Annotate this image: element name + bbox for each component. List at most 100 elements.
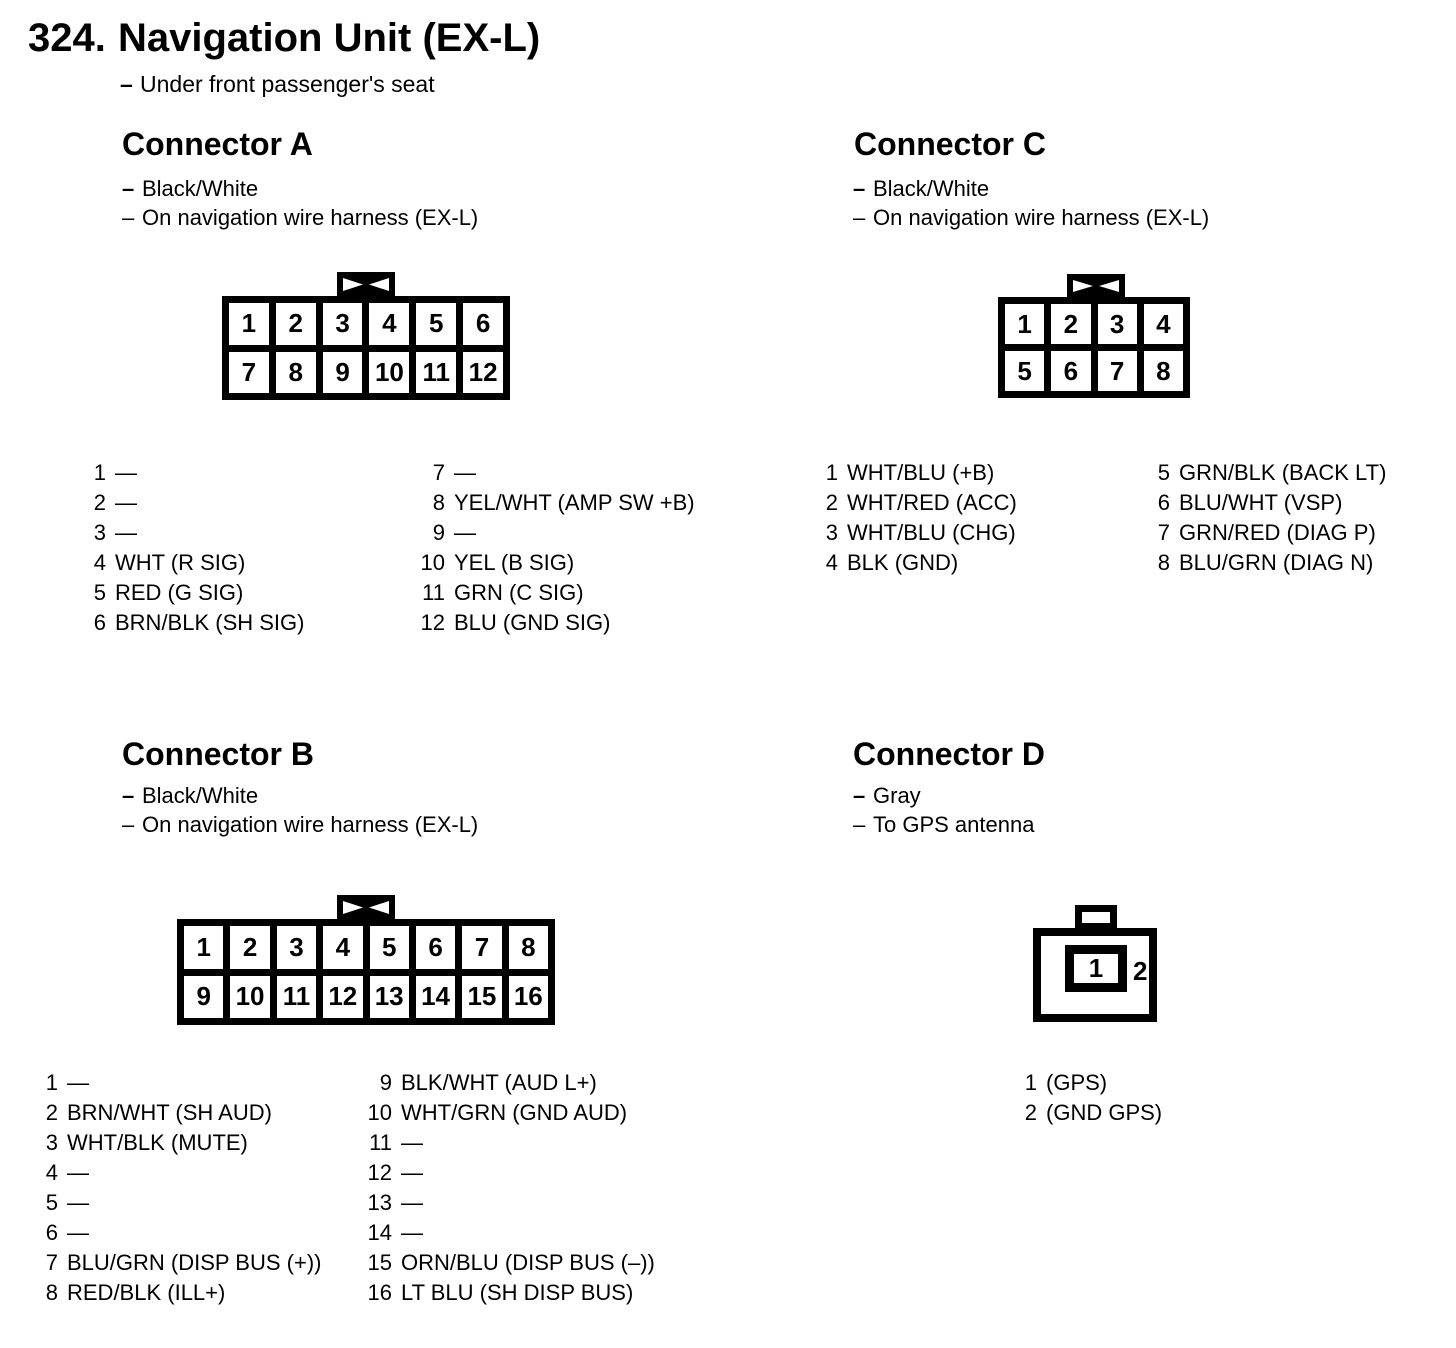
connector-a-cavity-9: 9 — [322, 351, 363, 393]
pin-label: WHT/BLK (MUTE) — [67, 1130, 248, 1155]
connector-a-cavity-4: 4 — [369, 303, 410, 345]
pin-row: 7— — [415, 458, 695, 488]
connector-a-notes: –Black/White –On navigation wire harness… — [122, 174, 478, 232]
connector-b-cavity-2: 2 — [230, 926, 270, 969]
section-number: 324. — [28, 16, 106, 60]
connector-c-cavity-1: 1 — [1005, 304, 1045, 344]
connector-b-key-icon — [337, 895, 395, 920]
connector-d-notes: –Gray –To GPS antenna — [853, 781, 1034, 839]
connector-b-cavity-6: 6 — [415, 926, 456, 969]
note-text: Black/White — [142, 176, 259, 201]
connector-c-cavity-7: 7 — [1097, 351, 1137, 391]
connector-a-cavity-8: 8 — [275, 351, 316, 393]
connector-d-heading: Connector D — [853, 736, 1045, 772]
pin-label: — — [115, 460, 137, 485]
pin-row: 2(GND GPS) — [1011, 1098, 1162, 1128]
pin-label: (GPS) — [1046, 1070, 1108, 1095]
note-line: –On navigation wire harness (EX-L) — [122, 203, 478, 232]
pin-number: 1 — [45, 1070, 58, 1095]
pin-number: 5 — [1157, 460, 1170, 485]
pin-number: 5 — [93, 580, 106, 605]
connector-b-cavity-14: 14 — [415, 975, 456, 1018]
connector-c-notes: –Black/White –On navigation wire harness… — [853, 174, 1209, 232]
pin-label: ORN/BLU (DISP BUS (–)) — [401, 1250, 655, 1275]
note-line: –Black/White — [122, 174, 478, 203]
pin-number: 16 — [367, 1280, 392, 1305]
subtitle-text: Under front passenger's seat — [140, 71, 435, 97]
connector-d-pin-list: 1 (GPS) 2(GND GPS) — [1011, 1068, 1162, 1128]
pin-label: GRN (C SIG) — [454, 580, 584, 605]
pin-number: 8 — [1157, 550, 1170, 575]
pin-label: — — [401, 1220, 423, 1245]
pin-row: 14 — — [362, 1218, 655, 1248]
pin-label: — — [115, 520, 137, 545]
pin-label: GRN/RED (DIAG P) — [1179, 520, 1376, 545]
note-line: –Black/White — [853, 174, 1209, 203]
pin-number: 8 — [45, 1280, 58, 1305]
pin-label: BLK/WHT (AUD L+) — [401, 1070, 597, 1095]
pin-number: 11 — [369, 1130, 392, 1155]
connector-c-cavity-3: 3 — [1097, 304, 1137, 344]
connector-d-tab — [1075, 905, 1117, 930]
pin-number: 2 — [825, 490, 838, 515]
note-text: Gray — [873, 783, 921, 808]
pin-label: BLU/GRN (DIAG N) — [1179, 550, 1374, 575]
note-line: –To GPS antenna — [853, 810, 1034, 839]
connector-b-cavity-3: 3 — [276, 926, 317, 969]
pin-number: 15 — [367, 1250, 392, 1275]
pin-row: 2— — [78, 488, 304, 518]
connector-c-cavity-8: 8 — [1143, 351, 1183, 391]
pin-row: 4— — [32, 1158, 321, 1188]
pin-label: — — [454, 460, 476, 485]
pin-number: 3 — [93, 520, 106, 545]
pin-label: — — [454, 520, 476, 545]
note-dash: – — [122, 783, 135, 808]
connector-b-cavity-13: 13 — [369, 975, 409, 1018]
connector-b-cavity-7: 7 — [462, 926, 502, 969]
pin-row: 11— — [362, 1128, 655, 1158]
pin-number: 13 — [367, 1190, 392, 1215]
pin-row: 1 (GPS) — [1011, 1068, 1162, 1098]
note-dash: – — [853, 783, 866, 808]
pin-label: — — [401, 1190, 423, 1215]
connector-b-cavity-10: 10 — [230, 975, 270, 1018]
connector-a-cavity-11: 11 — [416, 351, 457, 393]
pin-number: 8 — [432, 490, 445, 515]
pin-row: 3— — [78, 518, 304, 548]
connector-d-cavity-2-label: 2 — [1133, 956, 1148, 986]
connector-b-notes: –Black/White –On navigation wire harness… — [122, 781, 478, 839]
connector-a-cavity-6: 6 — [463, 303, 503, 345]
note-dash: – — [122, 205, 135, 230]
pin-label: BRN/WHT (SH AUD) — [67, 1100, 272, 1125]
pin-number: 1 — [1024, 1070, 1037, 1095]
pin-number: 14 — [367, 1220, 392, 1245]
connector-b-cavity-4: 4 — [323, 926, 363, 969]
pin-number: 6 — [45, 1220, 58, 1245]
connector-a-cavity-1: 1 — [229, 303, 269, 345]
pin-row: 9— — [415, 518, 695, 548]
pin-label: BLU/WHT (VSP) — [1179, 490, 1343, 515]
pin-label: BRN/BLK (SH SIG) — [115, 610, 305, 635]
note-dash: – — [122, 812, 135, 837]
connector-a-cavity-2: 2 — [275, 303, 316, 345]
connector-b-cavity-5: 5 — [369, 926, 409, 969]
connector-a-cavity-7: 7 — [229, 351, 269, 393]
pin-label: WHT (R SIG) — [115, 550, 246, 575]
connector-a-cavity-12: 12 — [463, 351, 503, 393]
